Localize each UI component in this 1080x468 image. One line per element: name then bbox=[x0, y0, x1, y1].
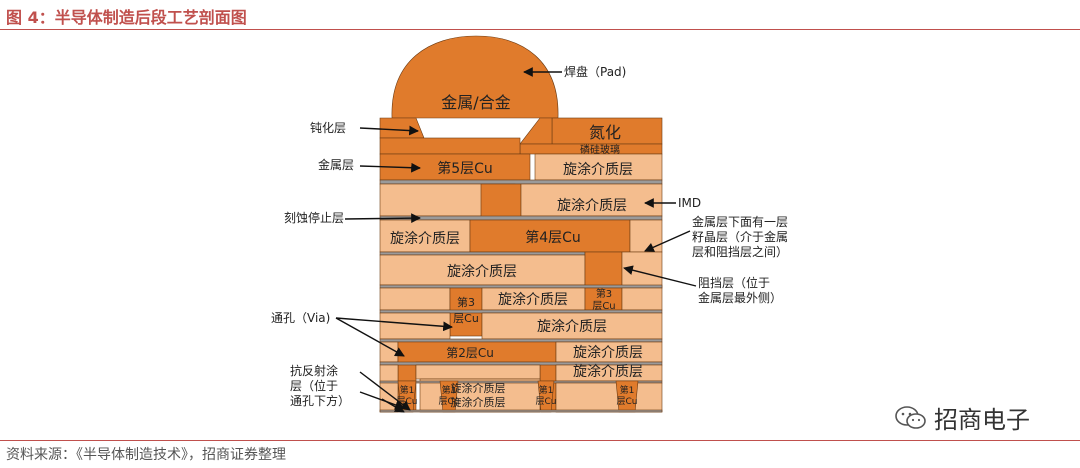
dielectric-under-m3-label: 旋涂介质层 bbox=[537, 319, 607, 335]
callout-arc-line-1: 层（位于 bbox=[290, 378, 338, 393]
metal1-d-label-a: 第1 bbox=[620, 384, 635, 396]
dielectric-side bbox=[621, 251, 663, 289]
callout-passivation-arrow bbox=[359, 125, 419, 136]
watermark-text: 招商电子 bbox=[934, 406, 1030, 434]
etch-stop-5 bbox=[379, 179, 663, 185]
substrate-line bbox=[379, 409, 663, 413]
callout-metal-layer-arrow bbox=[359, 162, 421, 173]
metal1-b-label-a: 第1 bbox=[442, 384, 457, 396]
bond-pad bbox=[391, 35, 559, 119]
source-divider bbox=[0, 440, 1080, 441]
nitride-label: 氮化 bbox=[589, 123, 621, 142]
etch-stop-3 bbox=[379, 251, 586, 256]
metal3-right-label-b: 层Cu bbox=[592, 300, 615, 312]
psg-label: 磷硅玻璃 bbox=[580, 143, 620, 156]
callout-imd: IMD bbox=[678, 196, 701, 210]
title-divider bbox=[0, 29, 1080, 30]
metal2-label: 第2层Cu bbox=[446, 346, 494, 360]
metal1-b-label-b: 层Cu bbox=[439, 396, 460, 407]
etch-stop-2 bbox=[379, 284, 663, 289]
callout-etch-stop-arrow bbox=[344, 213, 421, 224]
passivation-left bbox=[379, 117, 425, 139]
callout-passivation: 钝化层 bbox=[310, 121, 346, 135]
metal1-c-label-b: 层Cu bbox=[536, 396, 557, 407]
dielectric-under-m4-label: 旋涂介质层 bbox=[447, 264, 517, 280]
metal5-base bbox=[379, 137, 521, 155]
bond-pad-label: 金属/合金 bbox=[441, 93, 510, 112]
dielectric-m4-right bbox=[629, 219, 663, 253]
dielectric-m3-mid-label: 旋涂介质层 bbox=[498, 292, 568, 308]
dielectric-bottom-label: 旋涂介质层 bbox=[451, 395, 506, 409]
wechat-icon bbox=[895, 405, 926, 429]
callout-arc-line-2: 通孔下方） bbox=[290, 393, 350, 408]
dielectric-m3-right bbox=[621, 287, 663, 311]
callout-barrier-arrow bbox=[623, 265, 697, 287]
callout-arc-line-0: 抗反射涂 bbox=[290, 363, 338, 378]
metal4-label: 第4层Cu bbox=[525, 229, 581, 246]
dielectric-m5-label: 旋涂介质层 bbox=[563, 162, 633, 178]
callout-arc-arrow-3 bbox=[381, 398, 405, 413]
figure-title: 图 4：半导体制造后段工艺剖面图 bbox=[6, 8, 247, 27]
dielectric-m2-left bbox=[379, 341, 399, 363]
dielectric-lower-mid2 bbox=[419, 378, 541, 413]
metal4 bbox=[469, 219, 631, 253]
callout-seed-line-1: 籽晶层（介于金属 bbox=[692, 229, 788, 244]
dielectric-lower-right-label: 旋涂介质层 bbox=[573, 364, 643, 380]
etch-stop-4 bbox=[379, 215, 663, 221]
metal1-d-label-b: 层Cu bbox=[617, 396, 638, 407]
dielectric-lower-mid bbox=[415, 364, 541, 380]
metal3-left-label-a: 第3 bbox=[457, 295, 475, 309]
callout-via-arrow-1 bbox=[335, 317, 453, 332]
callout-etch-stop: 刻蚀停止层 bbox=[284, 210, 344, 225]
dielectric-m5-right bbox=[534, 153, 663, 181]
dielectric-under-m4 bbox=[379, 254, 586, 286]
source-note: 资料来源：《半导体制造技术》，招商证券整理 bbox=[6, 447, 286, 463]
nitride-layer bbox=[551, 117, 663, 145]
dielectric-imd-right bbox=[520, 183, 663, 217]
callout-via: 通孔（Via) bbox=[271, 311, 330, 325]
callout-pad: 焊盘（Pad) bbox=[564, 64, 626, 79]
dielectric-imd-label: 旋涂介质层 bbox=[557, 198, 627, 214]
watermark: 招商电子 bbox=[894, 400, 1030, 435]
metal1-a-label-a: 第1 bbox=[400, 384, 415, 396]
metal1-c-label-a: 第1 bbox=[539, 384, 554, 396]
callout-metal-layer: 金属层 bbox=[318, 157, 354, 172]
callout-seed-arrow bbox=[644, 230, 691, 252]
dielectric-lower-mid-label: 旋涂介质层 bbox=[451, 381, 506, 395]
callout-seed-line-0: 金属层下面有一层 bbox=[692, 214, 788, 229]
callout-via-arrow-2 bbox=[335, 317, 405, 357]
metal5-label: 第5层Cu bbox=[437, 160, 493, 177]
dielectric-bottom-right bbox=[555, 382, 663, 413]
callout-barrier-line-1: 金属层最外侧） bbox=[698, 290, 782, 305]
dielectric-m2-right-label: 旋涂介质层 bbox=[573, 345, 643, 361]
metal3-right-label-a: 第3 bbox=[596, 287, 612, 300]
etch-stop-1 bbox=[379, 309, 663, 314]
callout-barrier-line-0: 阻挡层（位于 bbox=[698, 275, 770, 290]
via-m4-m3 bbox=[584, 251, 623, 289]
etch-stop-0 bbox=[379, 338, 663, 343]
metal3-left-label-b: 层Cu bbox=[453, 312, 479, 325]
callout-seed-line-2: 层和阻挡层之间） bbox=[692, 245, 788, 259]
dielectric-m3-left bbox=[379, 287, 451, 311]
etch-stop-low bbox=[379, 380, 663, 384]
nitride-slope bbox=[519, 117, 553, 145]
dielectric-m4-left-label: 旋涂介质层 bbox=[390, 231, 460, 247]
